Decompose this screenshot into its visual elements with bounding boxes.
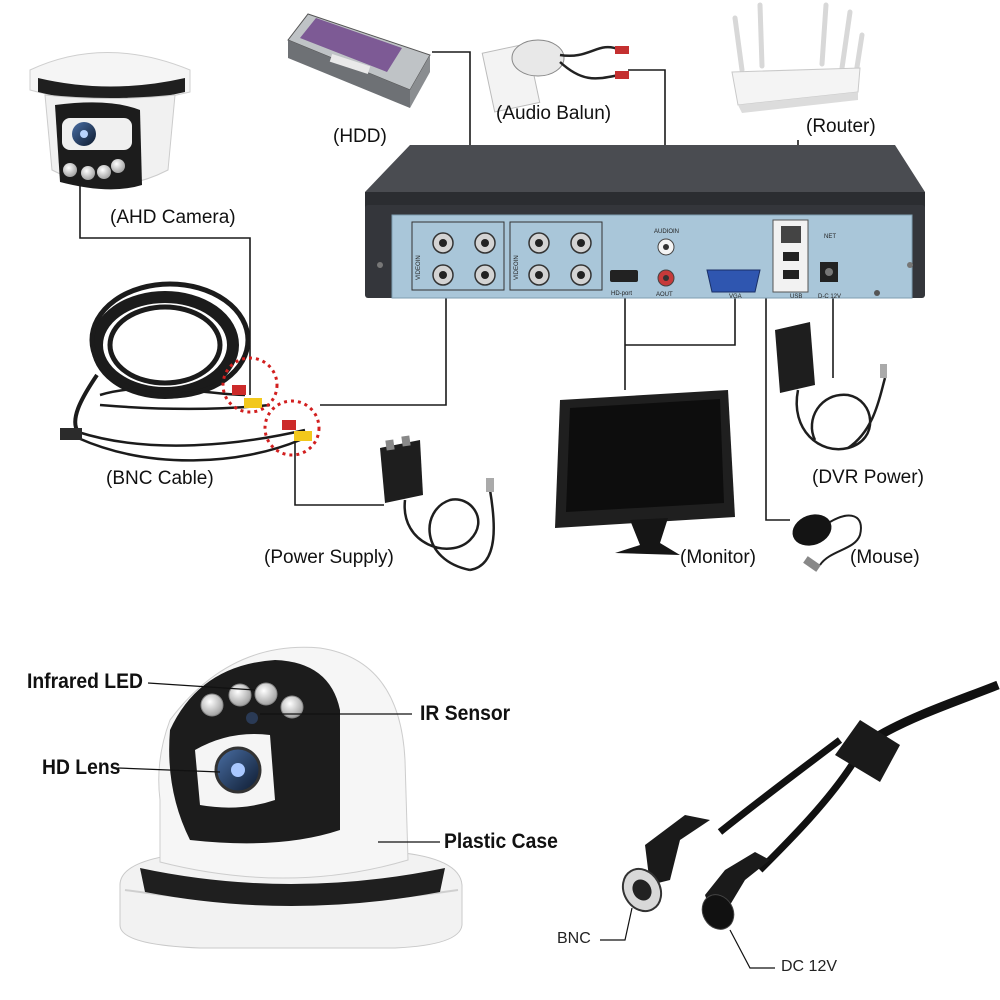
- dome-camera-closeup: [119, 646, 463, 949]
- dvr-power-label: (DVR Power): [812, 467, 924, 488]
- ahd-camera-label: (AHD Camera): [110, 207, 236, 228]
- splitter-callout-lines: [600, 907, 775, 969]
- usb-port-1: [783, 252, 799, 261]
- video-input-ports: [411, 221, 603, 291]
- camera-power-adapter: [380, 435, 496, 572]
- hdmi-port: [610, 270, 638, 282]
- ahd-camera-device: [29, 52, 191, 190]
- dvr-panel-labels: VIDEOIN VIDEOIN AUDIOIN AOUT HD-port VGA…: [416, 229, 841, 300]
- hdd-device: [287, 13, 431, 108]
- monitor-label: (Monitor): [680, 547, 757, 568]
- bnc-cable-connectors: [60, 385, 312, 441]
- audio-balun-label: (Audio Balun): [496, 103, 612, 124]
- dc12v-text: D-C 12V: [818, 294, 841, 300]
- aout-text: AOUT: [656, 292, 673, 298]
- plastic-case-callout: Plastic Case: [444, 830, 558, 853]
- dvr-power-adapter: [775, 322, 887, 451]
- highlight-circles: [221, 356, 321, 457]
- bnc-cable-label: (BNC Cable): [106, 468, 214, 489]
- mouse-device: [792, 514, 862, 572]
- net-text: NET: [824, 234, 836, 240]
- mouse-label: (Mouse): [850, 547, 920, 568]
- router-label: (Router): [806, 116, 876, 137]
- connection-wires: [79, 51, 834, 521]
- videoin-right-text: VIDEOIN: [514, 255, 520, 280]
- hdd-label: (HDD): [333, 126, 387, 147]
- hdport-text: HD-port: [611, 291, 632, 297]
- dome-callout-lines: [117, 682, 440, 843]
- dvr-recorder: [365, 145, 925, 299]
- monitor-device: [555, 390, 735, 555]
- bnc-cable-coil: [73, 281, 306, 462]
- splitter-cable: [621, 680, 1000, 930]
- videoin-left-text: VIDEOIN: [416, 255, 422, 280]
- net-port: [781, 226, 801, 243]
- router-device: [731, 2, 865, 113]
- ir-sensor-callout: IR Sensor: [420, 702, 511, 725]
- usb-port-2: [783, 270, 799, 279]
- audio-balun-device: [481, 39, 629, 113]
- audioin-text: AUDIOIN: [654, 229, 679, 235]
- infrared-led-callout: Infrared LED: [27, 670, 143, 693]
- vga-port: [706, 269, 761, 293]
- vga-text: VGA: [729, 294, 742, 300]
- hd-lens-callout: HD Lens: [42, 756, 121, 779]
- power-supply-label: (Power Supply): [264, 547, 394, 568]
- bnc-callout: BNC: [557, 930, 591, 947]
- usb-text: USB: [790, 294, 802, 300]
- dc12v-callout: DC 12V: [781, 958, 838, 975]
